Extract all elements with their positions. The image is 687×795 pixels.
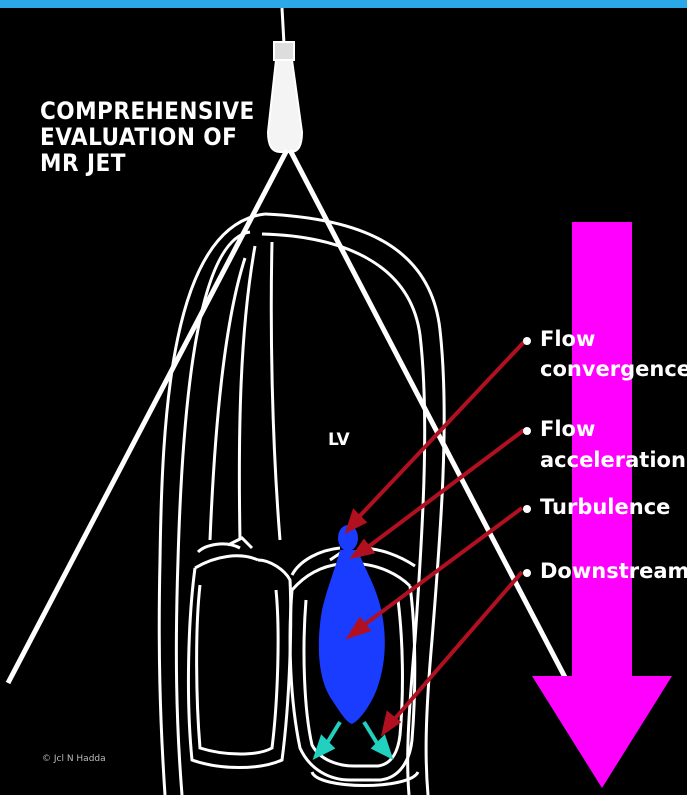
diagram-title: COMPREHENSIVE EVALUATION OF MR JET — [40, 98, 255, 176]
title-line-3: MR JET — [40, 150, 255, 176]
mr-jet — [319, 525, 385, 724]
title-line-1: COMPREHENSIVE — [40, 98, 255, 124]
bullet-flow-convergence — [523, 337, 531, 345]
sector-line-left — [8, 150, 287, 683]
label-flow-convergence-line2: convergence — [540, 358, 687, 381]
small-downstream-arrows — [316, 722, 390, 756]
lv-label: LV — [328, 430, 350, 450]
right-chambers — [188, 544, 290, 768]
title-line-2: EVALUATION OF — [40, 124, 255, 150]
bullet-downstream — [523, 569, 531, 577]
septum — [210, 242, 280, 540]
label-downstream: Downstream — [540, 560, 687, 583]
copyright-note: © Jcl N Hadda — [42, 754, 106, 764]
label-turbulence: Turbulence — [540, 496, 670, 519]
ultrasound-probe-icon — [268, 8, 302, 152]
bullet-turbulence — [523, 505, 531, 513]
bullet-flow-acceleration — [523, 427, 531, 435]
label-flow-acceleration-line2: acceleration — [540, 449, 686, 472]
label-flow-convergence-line1: Flow — [540, 328, 595, 351]
label-flow-acceleration-line1: Flow — [540, 418, 595, 441]
